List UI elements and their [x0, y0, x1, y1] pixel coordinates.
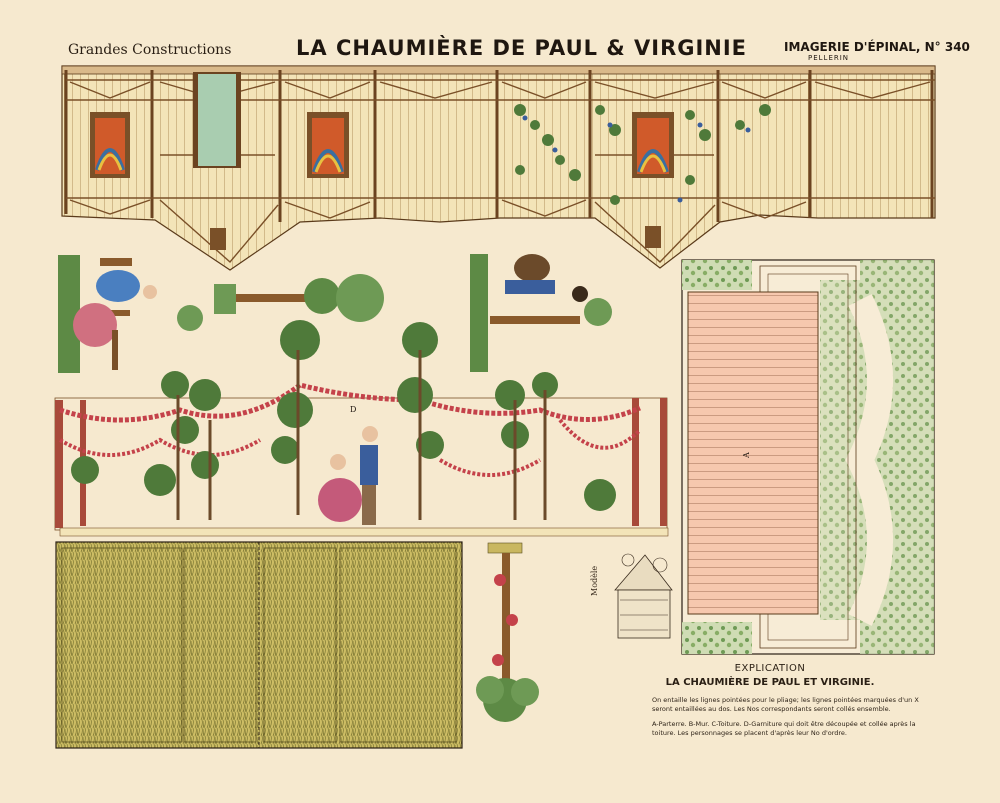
- explanation-paragraph-1: On entaille les lignes pointées pour le …: [652, 696, 919, 713]
- model-illustration: [614, 553, 673, 639]
- garland-post: [476, 542, 539, 722]
- wall-section-b: [61, 65, 936, 271]
- figure-porter: [470, 254, 612, 372]
- series-label: Grandes Constructions: [68, 42, 232, 58]
- window-2: [193, 72, 241, 168]
- explanation-heading: EXPLICATION: [734, 663, 806, 674]
- explanation-paragraph-2: A-Parterre. B-Mur. C-Toiture. D-Garnitur…: [652, 720, 916, 737]
- explanation-subtitle: LA CHAUMIÈRE DE PAUL ET VIRGINIE.: [665, 677, 875, 688]
- window-1: [90, 112, 130, 178]
- figure-palm-lying: [214, 274, 384, 322]
- vine-decoration: [514, 104, 771, 205]
- figure-couple-bench: [58, 255, 203, 373]
- imprint-label: IMAGERIE D'ÉPINAL, N° 340: [784, 40, 970, 54]
- publisher-label: PELLERIN: [808, 54, 850, 62]
- label-d: D: [350, 405, 356, 414]
- garniture-scene-d: [54, 320, 669, 537]
- explanation-block: EXPLICATION LA CHAUMIÈRE DE PAUL ET VIRG…: [640, 663, 940, 744]
- window-4: [632, 112, 674, 178]
- roof-section-c: [55, 541, 463, 749]
- label-a: A: [742, 452, 751, 459]
- parterre-section-a: [681, 259, 935, 655]
- window-3: [307, 112, 349, 178]
- page-title: LA CHAUMIÈRE DE PAUL & VIRGINIE: [296, 36, 748, 60]
- model-caption: Modèle: [590, 565, 599, 596]
